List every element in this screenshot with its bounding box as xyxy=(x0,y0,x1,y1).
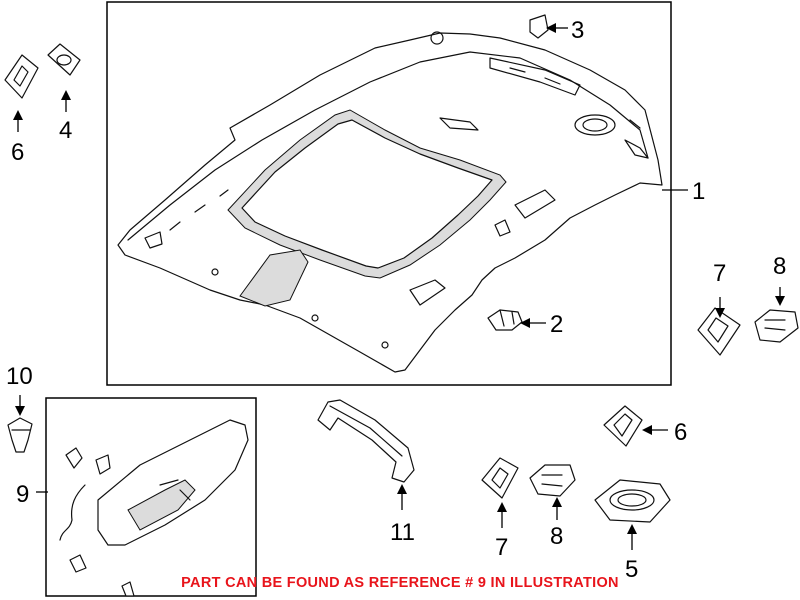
bracket-part-3 xyxy=(529,14,549,39)
bezel-part-4 xyxy=(47,43,81,76)
callout-2: 2 xyxy=(550,311,563,338)
cover-part-6-top xyxy=(4,54,39,99)
callout-5: 5 xyxy=(625,556,638,583)
callout-10: 10 xyxy=(6,363,33,390)
headliner-frame xyxy=(106,1,672,386)
callout-8-bottom: 8 xyxy=(550,523,563,550)
lamp-part-8-right xyxy=(754,309,799,343)
cover-part-6-right xyxy=(603,405,643,447)
callout-1: 1 xyxy=(692,178,705,205)
bezel-part-5 xyxy=(594,479,671,523)
headliner-part xyxy=(117,31,663,373)
callout-6-top: 6 xyxy=(11,139,24,166)
callout-11: 11 xyxy=(390,519,415,546)
callout-3: 3 xyxy=(571,17,584,44)
cover-part-7-bottom xyxy=(481,457,519,499)
clip-part-2 xyxy=(487,309,523,331)
leader-lines xyxy=(13,23,785,550)
callout-8-right: 8 xyxy=(773,253,786,280)
callout-4: 4 xyxy=(59,117,72,144)
grab-handle-part-11 xyxy=(317,399,415,483)
sun-visor-frame xyxy=(45,397,257,597)
sun-visor-part-9 xyxy=(59,419,249,597)
callout-9: 9 xyxy=(16,481,29,508)
reference-note: PART CAN BE FOUND AS REFERENCE # 9 IN IL… xyxy=(181,575,619,591)
clip-part-10 xyxy=(7,417,33,453)
callout-7-bottom: 7 xyxy=(495,534,508,561)
lamp-part-8-bottom xyxy=(529,464,576,497)
callout-7-right: 7 xyxy=(713,260,726,287)
callout-6-right: 6 xyxy=(674,419,687,446)
cover-part-7-right xyxy=(697,307,741,356)
